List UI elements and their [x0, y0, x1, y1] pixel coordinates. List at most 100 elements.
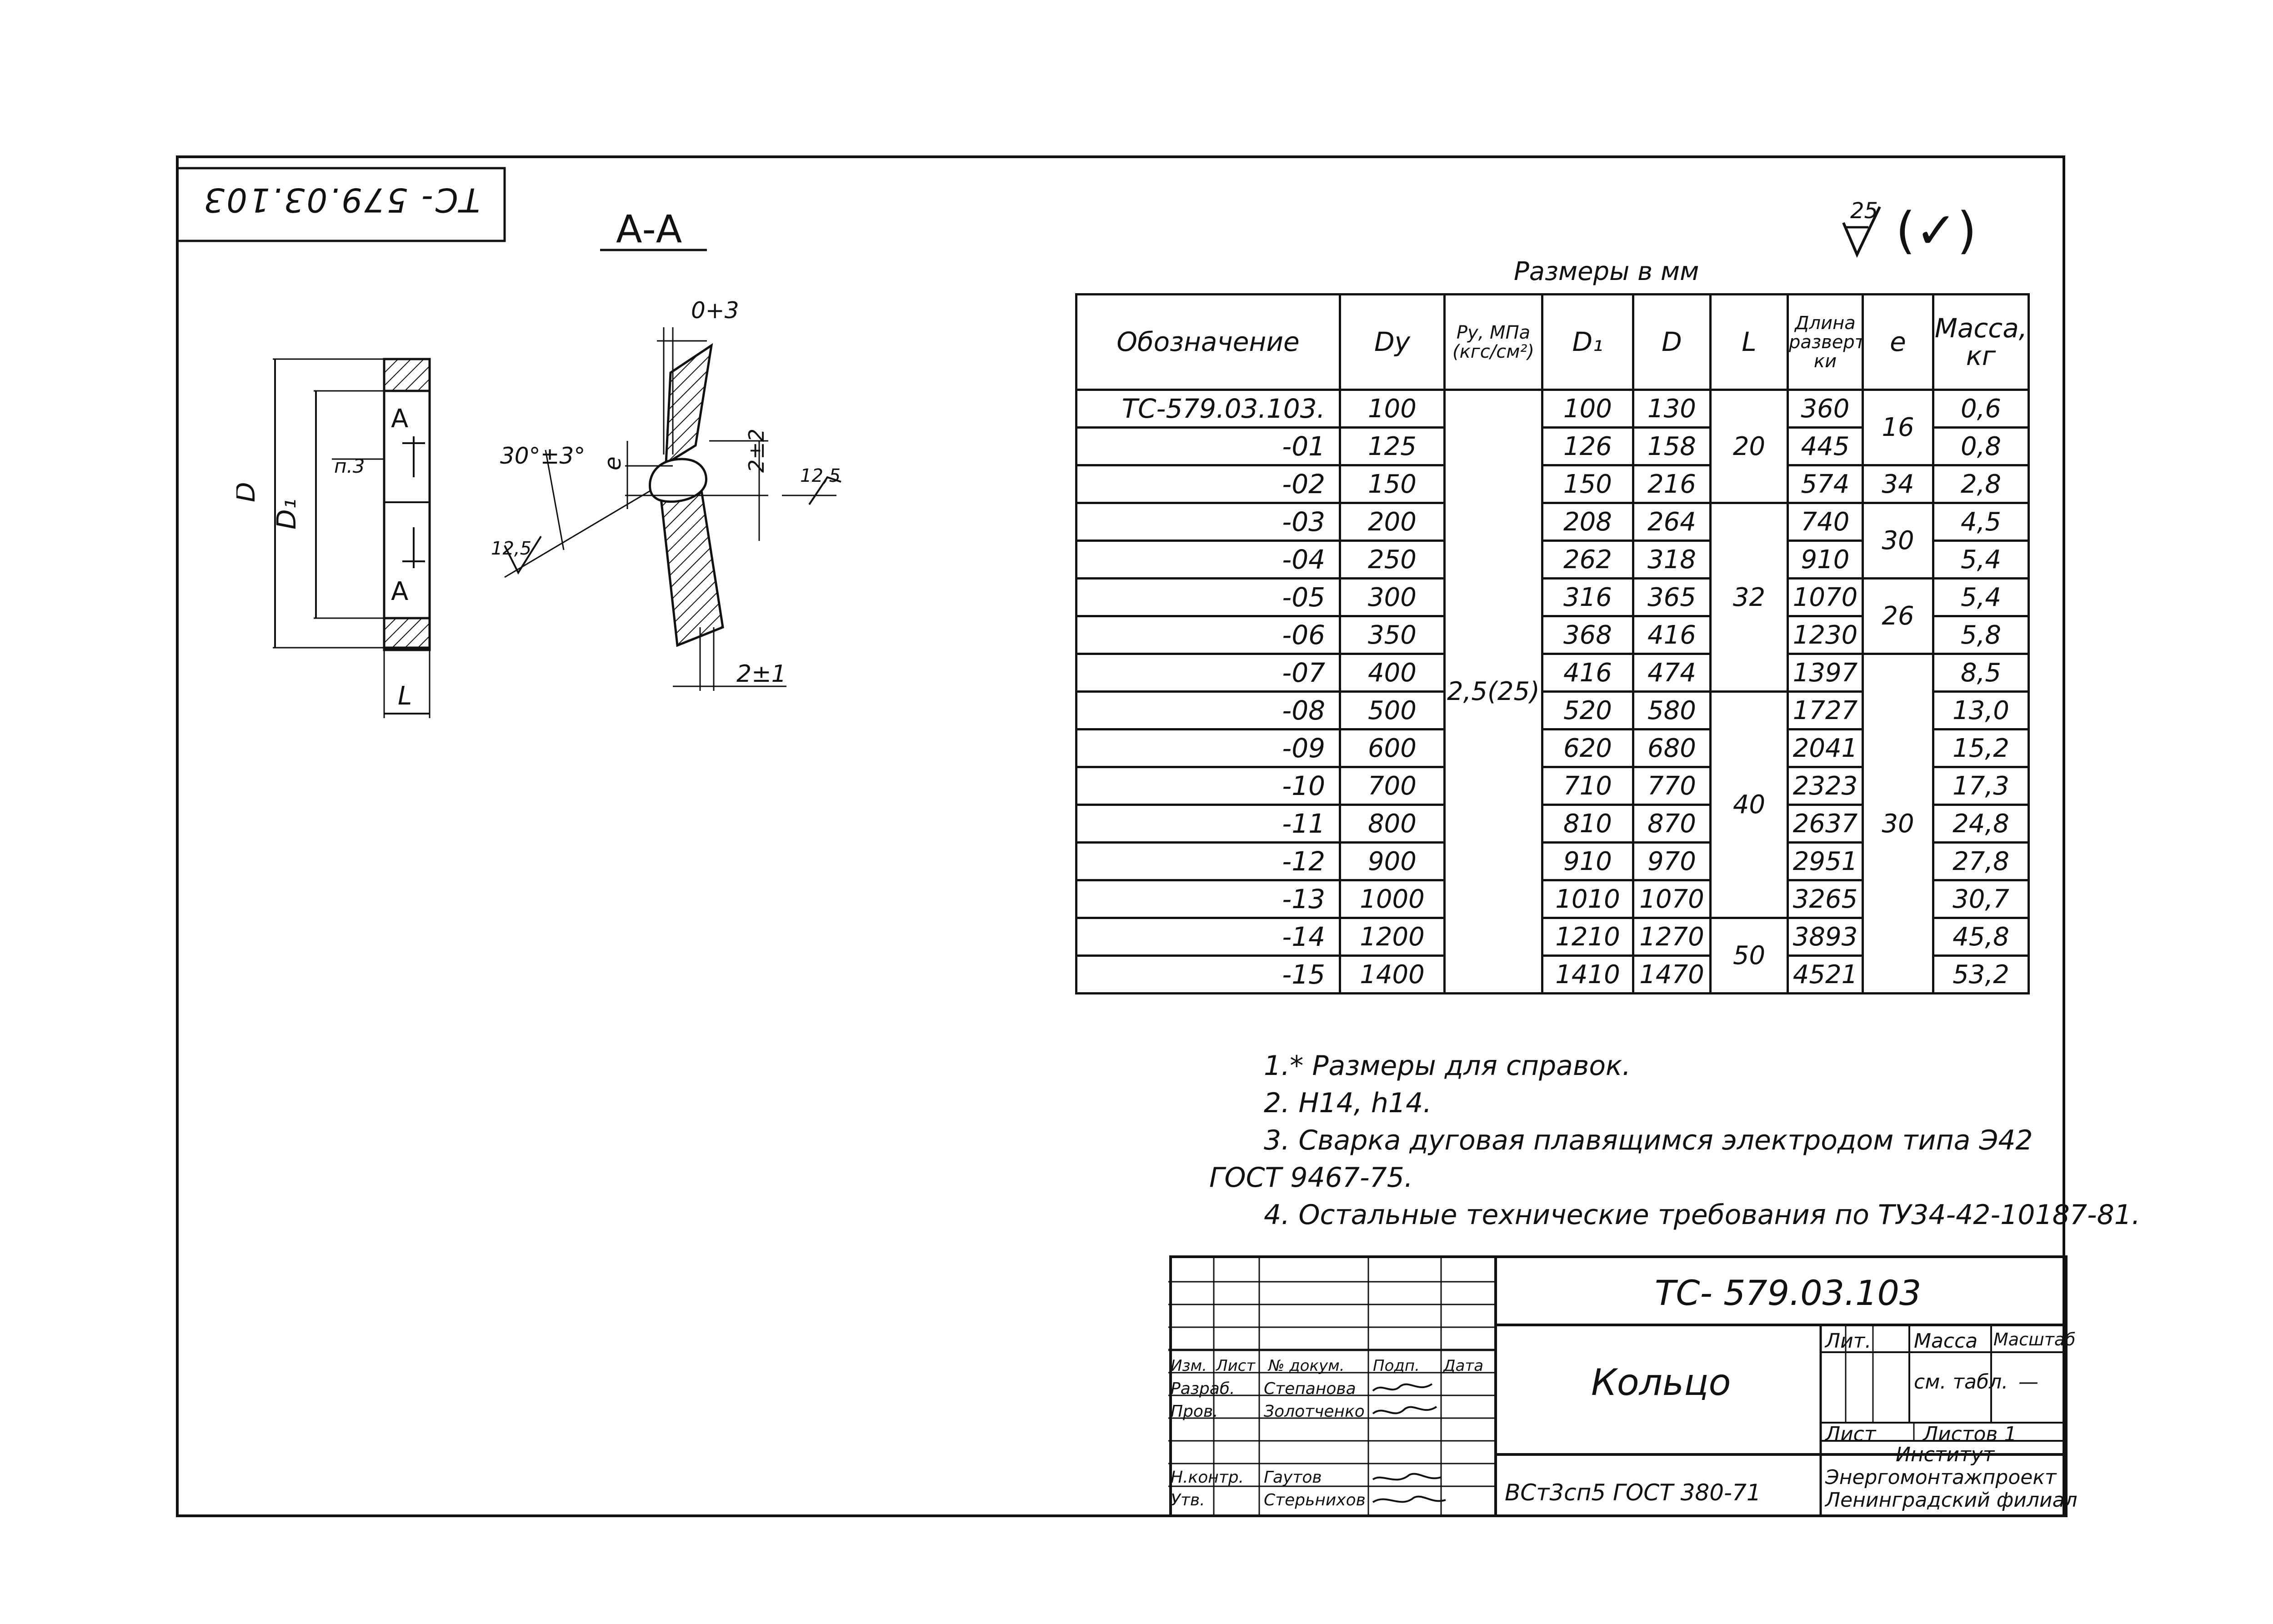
- cell-d1: 620: [1541, 728, 1634, 768]
- cell-dy: 125: [1339, 426, 1446, 466]
- cell-d: 318: [1632, 540, 1712, 580]
- col-header-d: D: [1632, 293, 1712, 391]
- cell-d: 416: [1632, 615, 1712, 655]
- note-4: 4. Остальные технические требования по Т…: [1264, 1199, 2141, 1231]
- col-header-designation: Обозначение: [1075, 293, 1341, 391]
- table-row: -06 350 368 416 1230 5,8: [1075, 615, 2030, 655]
- cell-d1: 710: [1541, 766, 1634, 806]
- change-header-list: Лист: [1216, 1357, 1256, 1375]
- cell-d1: 150: [1541, 464, 1634, 504]
- cell-d1: 910: [1541, 841, 1634, 881]
- cell-d: 365: [1632, 577, 1712, 617]
- cell-dy: 400: [1339, 653, 1446, 693]
- sign-name-developer: Степанова: [1264, 1379, 1356, 1398]
- cell-dy: 800: [1339, 804, 1446, 844]
- cell-mass: 30,7: [1932, 879, 2030, 919]
- title-org-line1: Институт: [1896, 1443, 1995, 1466]
- cell-designation: -02: [1075, 464, 1341, 504]
- cell-mass: 15,2: [1932, 728, 2030, 768]
- title-org-line3: Ленинградский филиал: [1825, 1489, 2078, 1512]
- cell-dev: 910: [1787, 540, 1864, 580]
- cell-l: 40: [1709, 690, 1789, 919]
- title-sheets-count: Листов 1: [1923, 1423, 2017, 1446]
- cell-e: 30: [1862, 653, 1934, 994]
- col-header-l: L: [1709, 293, 1789, 391]
- cell-mass: 5,8: [1932, 615, 2030, 655]
- cell-designation: -04: [1075, 540, 1341, 580]
- note-2: 2. Н14, h14.: [1264, 1087, 1432, 1119]
- cell-d: 870: [1632, 804, 1712, 844]
- gap-dim: 0+3: [691, 297, 739, 324]
- roughness-weld-left: 12,5: [491, 538, 531, 559]
- cell-e: 34: [1862, 464, 1934, 504]
- sign-role-developer: Разраб.: [1171, 1379, 1235, 1398]
- title-scale-label: Масштаб: [1993, 1329, 2076, 1349]
- cell-d1: 368: [1541, 615, 1634, 655]
- section-view-label: А-А: [616, 207, 682, 251]
- col-header-development-length: Длина разверт- ки: [1787, 293, 1864, 391]
- table-row: -03 200 208 264 32 740 30 4,5: [1075, 502, 2030, 693]
- cell-d1: 416: [1541, 653, 1634, 693]
- cell-dy: 900: [1339, 841, 1446, 881]
- cell-d1: 316: [1541, 577, 1634, 617]
- title-part-name: Кольцо: [1591, 1361, 1731, 1404]
- cell-d: 264: [1632, 502, 1712, 542]
- cell-designation: -09: [1075, 728, 1341, 768]
- title-doc-code: ТС- 579.03.103: [1655, 1273, 1922, 1313]
- cell-mass: 27,8: [1932, 841, 2030, 881]
- cell-mass: 0,8: [1932, 426, 2030, 466]
- sign-role-approver: Утв.: [1171, 1491, 1205, 1509]
- title-scale-value: —: [2018, 1370, 2038, 1394]
- cell-dy: 200: [1339, 502, 1446, 542]
- cell-d1: 1010: [1541, 879, 1634, 919]
- cell-d: 1070: [1632, 879, 1712, 919]
- dim-e-label: е: [600, 456, 626, 470]
- col-header-e: е: [1862, 293, 1934, 391]
- cell-dy: 1200: [1339, 917, 1446, 957]
- cell-dev: 1727: [1787, 690, 1864, 730]
- cell-d1: 126: [1541, 426, 1634, 466]
- title-org-line2: Энергомонтажпроект: [1825, 1466, 2057, 1489]
- note-3: 3. Сварка дуговая плавящимся электродом …: [1264, 1124, 2033, 1156]
- table-row: -14 1200 1210 1270 50 3893 45,8: [1075, 917, 2030, 994]
- title-mass-value: см. табл.: [1914, 1370, 2008, 1394]
- cell-l: 50: [1709, 917, 1789, 994]
- cell-dev: 1230: [1787, 615, 1864, 655]
- cell-designation: ТС-579.03.103.: [1075, 389, 1341, 429]
- cell-d: 1270: [1632, 917, 1712, 957]
- cell-d1: 1210: [1541, 917, 1634, 957]
- cell-mass: 45,8: [1932, 917, 2030, 957]
- cell-dy: 250: [1339, 540, 1446, 580]
- table-row: -08 500 520 580 40 1727 13,0: [1075, 690, 2030, 919]
- cell-l: 20: [1709, 389, 1789, 504]
- section-label-underline: [600, 249, 707, 251]
- cell-dy: 500: [1339, 690, 1446, 730]
- cell-mass: 4,5: [1932, 502, 2030, 542]
- cell-dev: 445: [1787, 426, 1864, 466]
- cell-dy: 300: [1339, 577, 1446, 617]
- col-header-dy: Dу: [1339, 293, 1446, 391]
- cell-designation: -06: [1075, 615, 1341, 655]
- cell-designation: -11: [1075, 804, 1341, 844]
- table-row: -13 1000 1010 1070 3265 30,7: [1075, 879, 2030, 919]
- cell-designation: -10: [1075, 766, 1341, 806]
- cell-d: 130: [1632, 389, 1712, 429]
- cell-e: 30: [1862, 502, 1934, 580]
- cell-d: 680: [1632, 728, 1712, 768]
- col-header-py: Pу, МПа (кгс/см²): [1443, 293, 1543, 391]
- cell-dev: 4521: [1787, 954, 1864, 994]
- cell-d1: 262: [1541, 540, 1634, 580]
- roughness-value: 25: [1850, 198, 1878, 224]
- cell-mass: 53,2: [1932, 954, 2030, 994]
- title-material: ВСт3сп5 ГОСТ 380-71: [1505, 1479, 1761, 1506]
- weld-tolerance-top: 2±2: [744, 429, 769, 473]
- cell-d: 970: [1632, 841, 1712, 881]
- cell-dev: 1070: [1787, 577, 1864, 617]
- change-header-date: Дата: [1443, 1357, 1484, 1375]
- title-block-grid: [1168, 1255, 2068, 1517]
- table-row: -07 400 416 474 1397 30 8,5: [1075, 653, 2030, 994]
- cell-dev: 3265: [1787, 879, 1864, 919]
- table-caption: Размеры в мм: [1514, 257, 1699, 286]
- cell-d1: 810: [1541, 804, 1634, 844]
- cell-dy: 1000: [1339, 879, 1446, 919]
